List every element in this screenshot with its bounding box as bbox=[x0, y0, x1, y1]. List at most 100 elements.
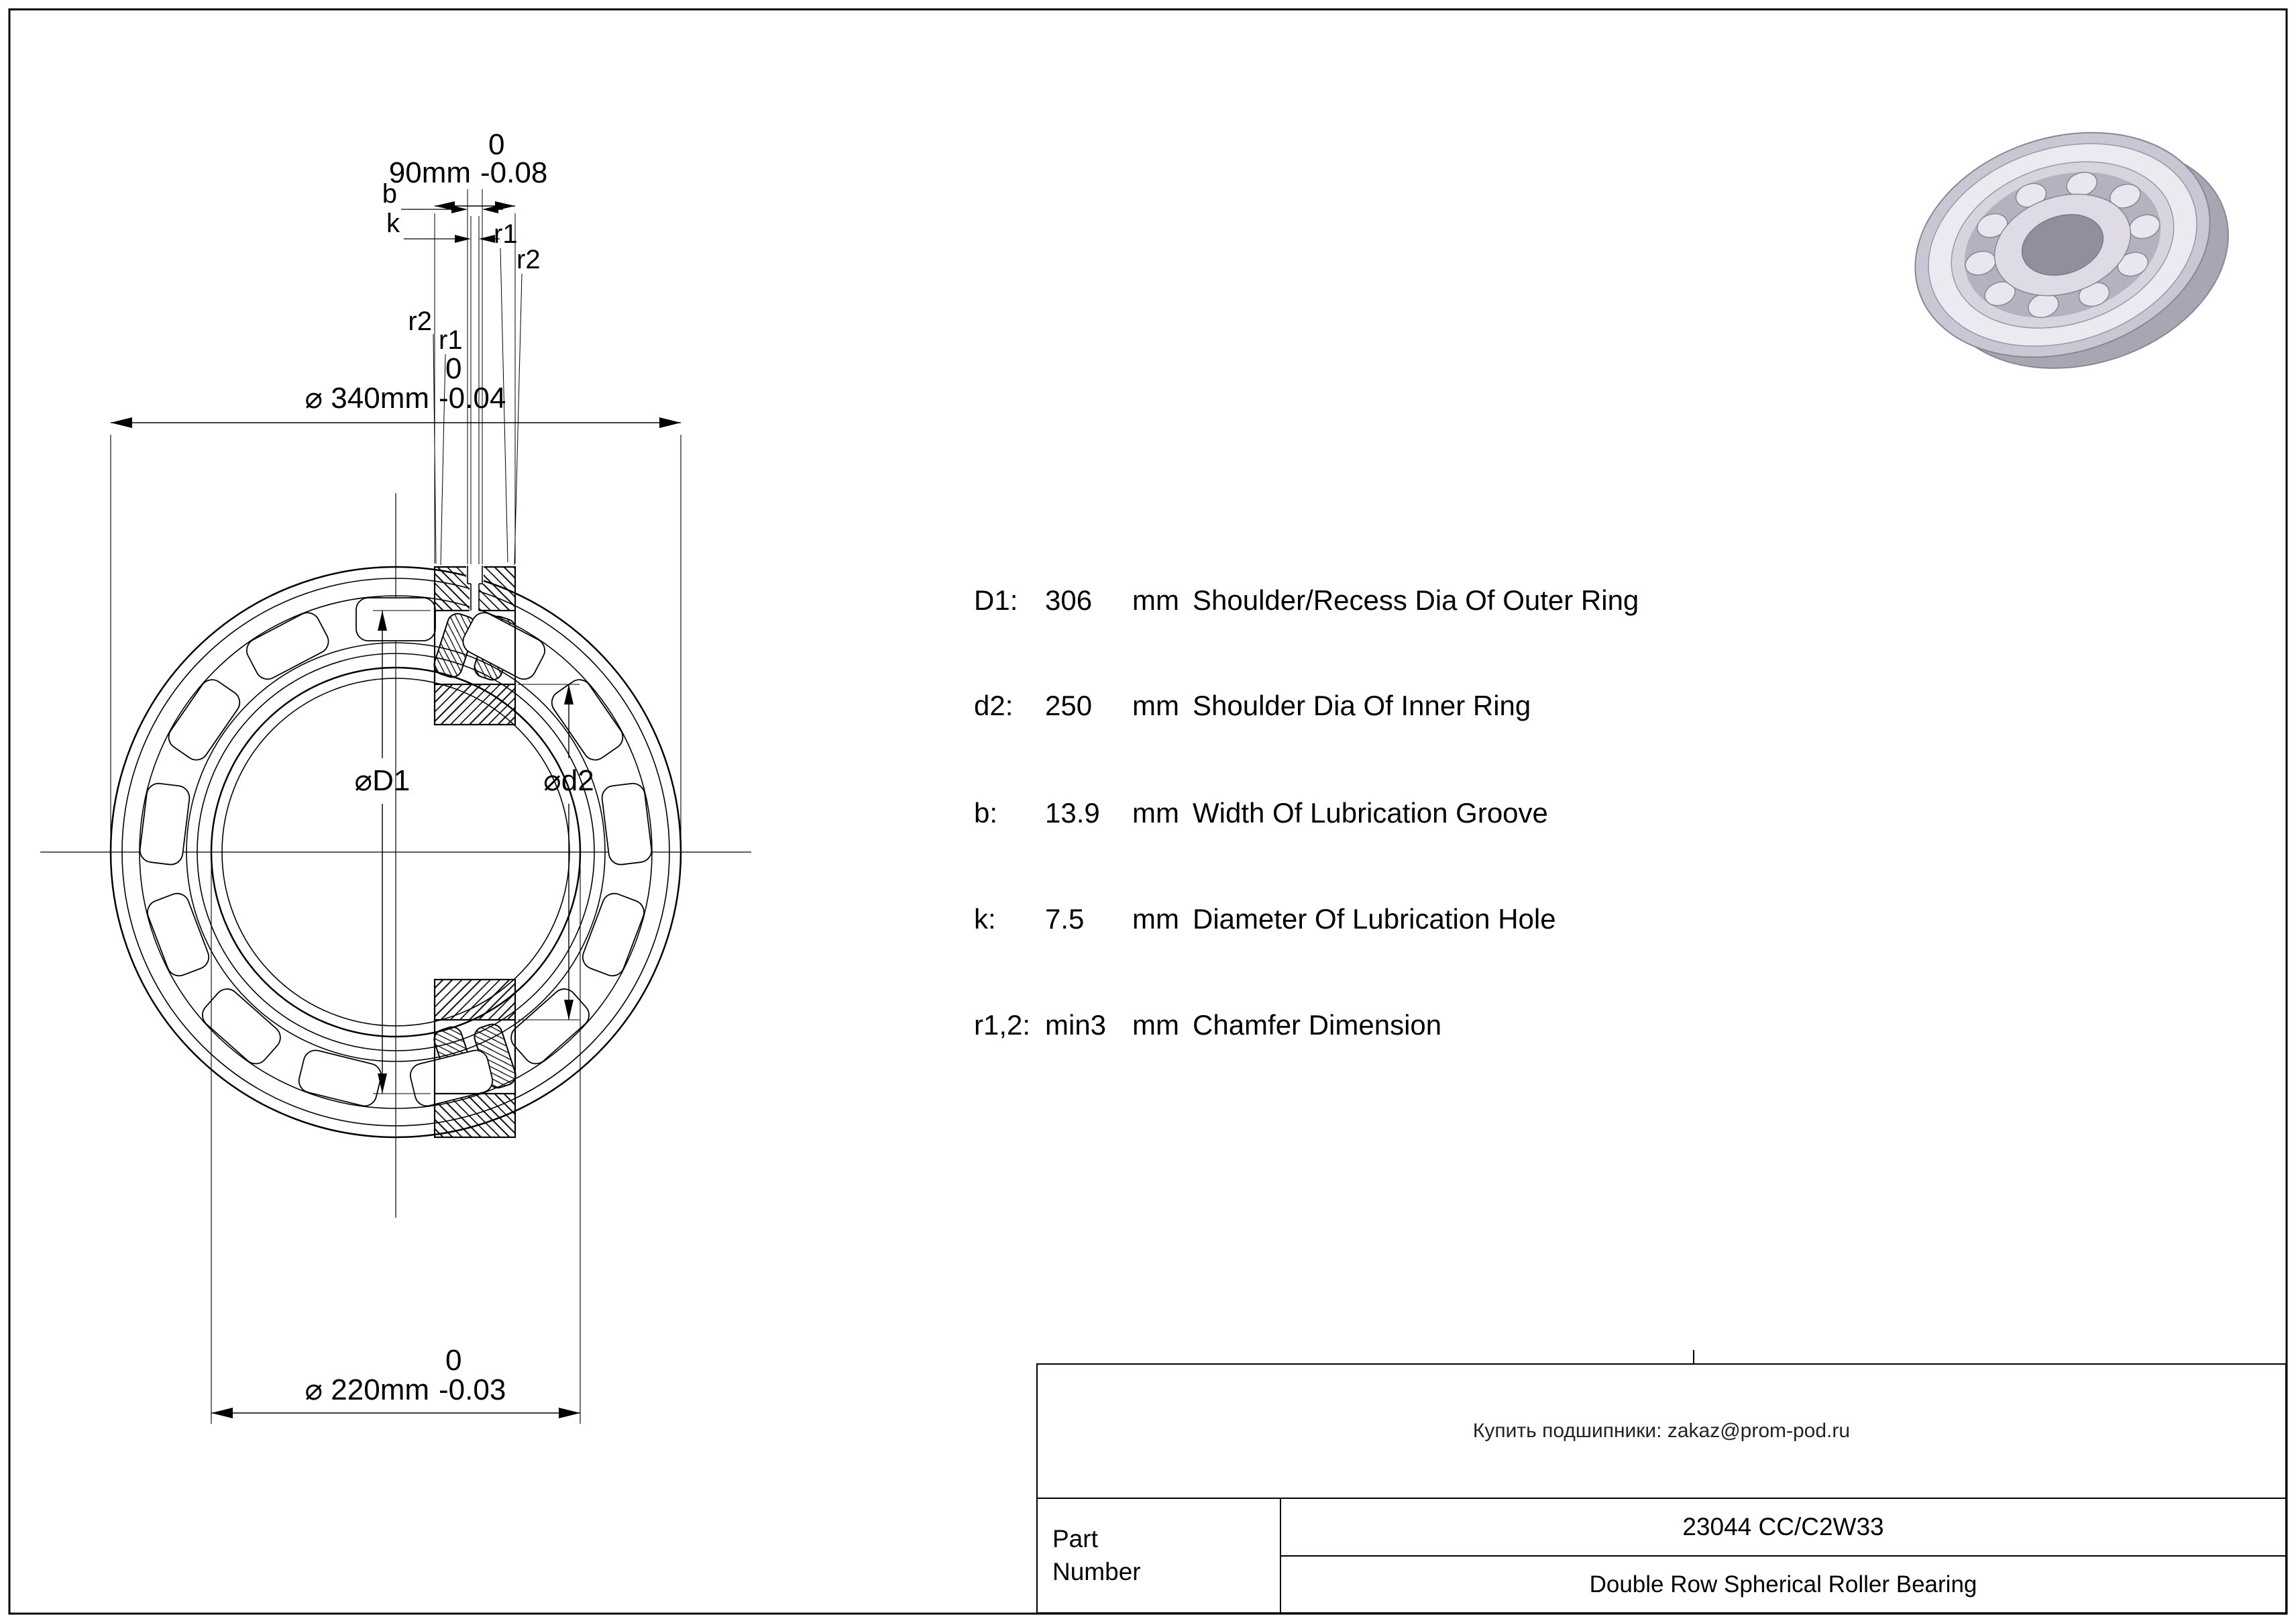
spec-desc: Shoulder Dia Of Inner Ring bbox=[1193, 690, 1531, 721]
width-tolerance-lower: -0.08 bbox=[480, 156, 547, 189]
spec-param: D1: bbox=[974, 584, 1018, 616]
bearing-render-rollers bbox=[1965, 172, 2161, 318]
title-block-bottom-row: Part Number 23044 CC/C2W33 Double Row Sp… bbox=[1038, 1499, 2285, 1613]
hole-diameter-dimension bbox=[404, 235, 500, 243]
spec-unit: mm bbox=[1132, 690, 1179, 721]
groove-width-label: b bbox=[382, 179, 397, 209]
width-dimension bbox=[434, 201, 516, 564]
spec-value: min3 bbox=[1045, 1009, 1107, 1041]
front-view-roller bbox=[139, 782, 190, 866]
section-view bbox=[433, 189, 516, 1139]
spec-desc: Chamfer Dimension bbox=[1193, 1009, 1442, 1041]
front-view-roller bbox=[298, 1049, 382, 1107]
chamfer-r2-label-right: r2 bbox=[516, 245, 541, 274]
spec-row-d1: D1: 306 mm Shoulder/Recess Dia Of Outer … bbox=[974, 584, 2262, 621]
spec-unit: mm bbox=[1132, 584, 1179, 616]
spec-unit: mm bbox=[1132, 797, 1179, 829]
spec-row-b: b: 13.9 mm Width Of Lubrication Groove bbox=[974, 797, 2262, 833]
arrowhead bbox=[378, 611, 387, 631]
spec-param: k: bbox=[974, 903, 996, 935]
bearing-render-roller bbox=[1984, 281, 2016, 307]
bore-tolerance-lower: -0.03 bbox=[439, 1373, 506, 1406]
arrowhead bbox=[435, 201, 455, 211]
bore-dimension-text: ⌀ 220mm bbox=[305, 1373, 429, 1406]
spec-param: b: bbox=[974, 797, 998, 829]
spec-value: 250 bbox=[1045, 690, 1093, 721]
title-block: Купить подшипники: zakaz@prom-pod.ru Par… bbox=[1036, 1363, 2287, 1614]
spec-desc: Shoulder/Recess Dia Of Outer Ring bbox=[1193, 584, 1639, 616]
bore-tolerance-upper: 0 bbox=[445, 1344, 461, 1377]
d2-dimension bbox=[518, 684, 580, 1020]
d2-dimension-label: ⌀d2 bbox=[543, 764, 594, 797]
chamfer-r2-label-left: r2 bbox=[408, 307, 432, 336]
spec-value: 13.9 bbox=[1045, 797, 1100, 829]
chamfer-leaders bbox=[433, 248, 523, 566]
bearing-render-roller bbox=[2117, 252, 2148, 277]
arrowhead bbox=[455, 235, 471, 243]
inner-shoulder-circle bbox=[186, 642, 606, 1062]
front-view-roller bbox=[462, 612, 545, 680]
arrowhead bbox=[564, 684, 573, 704]
sheet-border bbox=[8, 8, 2288, 1615]
arrowhead bbox=[564, 1000, 573, 1020]
outer-chamfer-circle bbox=[121, 578, 670, 1127]
d1-dimension-label: ⌀D1 bbox=[355, 764, 411, 797]
specs-table: D1: 306 mm Shoulder/Recess Dia Of Outer … bbox=[974, 0, 2262, 1141]
bearing-render-bore bbox=[2021, 214, 2104, 276]
bearing-render-roller bbox=[2110, 183, 2141, 209]
bearing-3d-render bbox=[1914, 132, 2229, 369]
bore-dimension bbox=[211, 860, 581, 1424]
bore-circle bbox=[210, 666, 582, 1038]
width-tolerance-upper: 0 bbox=[488, 128, 504, 161]
od-dimension bbox=[110, 417, 681, 845]
outer-diameter-circle bbox=[109, 566, 682, 1139]
arrowhead bbox=[451, 205, 468, 213]
arrowhead bbox=[211, 1408, 233, 1418]
spec-value: 306 bbox=[1045, 584, 1093, 616]
spec-row-k: k: 7.5 mm Diameter Of Lubrication Hole bbox=[974, 903, 2262, 939]
chamfer-r1-label-left: r1 bbox=[439, 325, 463, 355]
front-view-roller bbox=[202, 988, 281, 1065]
spec-unit: mm bbox=[1132, 1009, 1179, 1041]
od-dimension-text: ⌀ 340mm bbox=[305, 382, 429, 415]
spec-desc: Diameter Of Lubrication Hole bbox=[1193, 903, 1556, 935]
front-view-roller bbox=[147, 892, 210, 977]
front-view-roller bbox=[168, 679, 241, 761]
arrowhead bbox=[479, 235, 495, 243]
part-number-text: 23044 CC/C2W33 bbox=[1281, 1499, 2285, 1557]
spec-param: r1,2: bbox=[974, 1009, 1031, 1041]
bearing-render-roller bbox=[1977, 213, 2008, 238]
od-tolerance-upper: 0 bbox=[445, 352, 461, 385]
width-dimension-text: 90mm bbox=[389, 156, 471, 189]
section-inner-ring-bottom-hatch bbox=[435, 980, 515, 1020]
front-view bbox=[40, 493, 751, 1218]
front-view-roller bbox=[601, 782, 653, 866]
inner-ring-circle bbox=[197, 653, 595, 1051]
arrowhead bbox=[659, 417, 681, 428]
arrowhead bbox=[378, 1074, 387, 1094]
front-view-roller bbox=[582, 892, 645, 977]
part-label-line1: Part bbox=[1052, 1525, 1098, 1553]
bearing-description-text: Double Row Spherical Roller Bearing bbox=[1589, 1571, 1977, 1598]
spec-row-r12: r1,2: min3 mm Chamfer Dimension bbox=[974, 1009, 2262, 1045]
od-tolerance-lower: -0.04 bbox=[439, 382, 506, 415]
section-inner-ring-top-hatch bbox=[435, 684, 515, 725]
contact-row: Купить подшипники: zakaz@prom-pod.ru bbox=[1038, 1365, 2285, 1499]
spec-param: d2: bbox=[974, 690, 1014, 721]
groove-width-dimension bbox=[401, 205, 503, 213]
contact-text: Купить подшипники: zakaz@prom-pod.ru bbox=[1472, 1420, 1851, 1442]
spec-desc: Width Of Lubrication Groove bbox=[1193, 797, 1548, 829]
bore-chamfer-circle bbox=[221, 678, 570, 1027]
spec-value: 7.5 bbox=[1045, 903, 1085, 935]
d1-dimension bbox=[373, 610, 431, 1094]
spec-unit: mm bbox=[1132, 903, 1179, 935]
front-view-roller bbox=[356, 597, 436, 641]
arrowhead bbox=[111, 417, 132, 428]
spec-row-d2: d2: 250 mm Shoulder Dia Of Inner Ring bbox=[974, 690, 2262, 726]
arrowhead bbox=[495, 201, 515, 211]
chamfer-r1-label-right: r1 bbox=[494, 219, 518, 249]
hole-diameter-label: k bbox=[386, 209, 400, 238]
part-number-value-cell: 23044 CC/C2W33 Double Row Spherical Roll… bbox=[1281, 1499, 2285, 1613]
